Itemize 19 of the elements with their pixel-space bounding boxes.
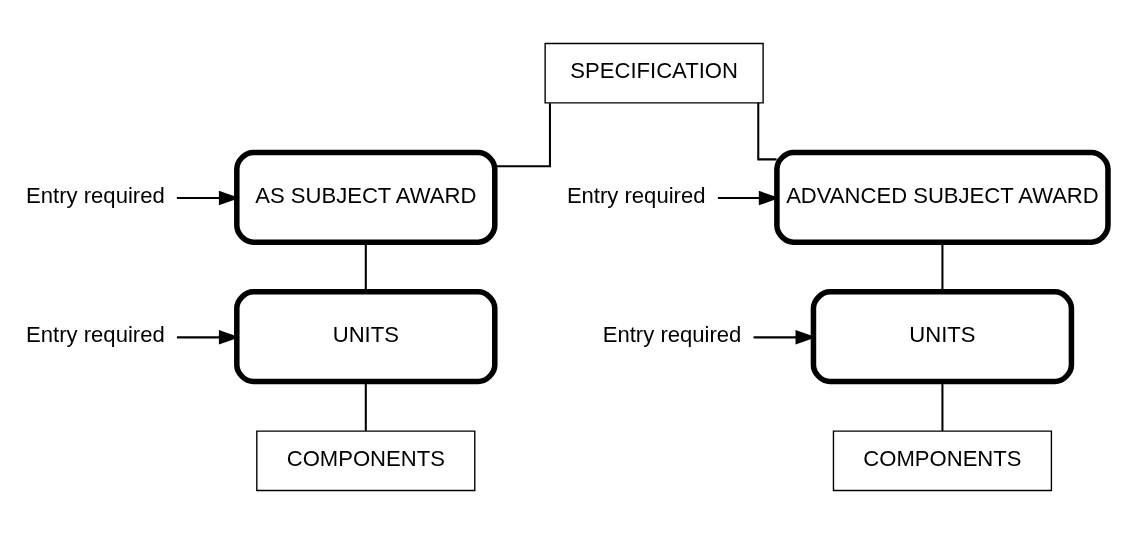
connector (941, 381, 944, 431)
connector (364, 242, 367, 292)
connector (941, 242, 944, 292)
node-box: ADVANCED SUBJECT AWARD (774, 149, 1111, 245)
connector (364, 381, 367, 431)
node-box: COMPONENTS (832, 430, 1053, 492)
node-text: Entry required (26, 182, 165, 208)
node-box: AS SUBJECT AWARD (234, 149, 498, 245)
node-box: SPECIFICATION (544, 42, 764, 104)
node-text: Entry required (26, 321, 165, 347)
connector (757, 102, 777, 161)
node-text: Entry required (566, 182, 706, 208)
node-box: COMPONENTS (256, 430, 476, 492)
arrow (176, 190, 240, 206)
node-box: UNITS (234, 289, 498, 385)
connector (495, 103, 551, 168)
node-box: UNITS (810, 289, 1075, 385)
node-text: Entry required (602, 321, 742, 347)
arrow (176, 330, 240, 345)
